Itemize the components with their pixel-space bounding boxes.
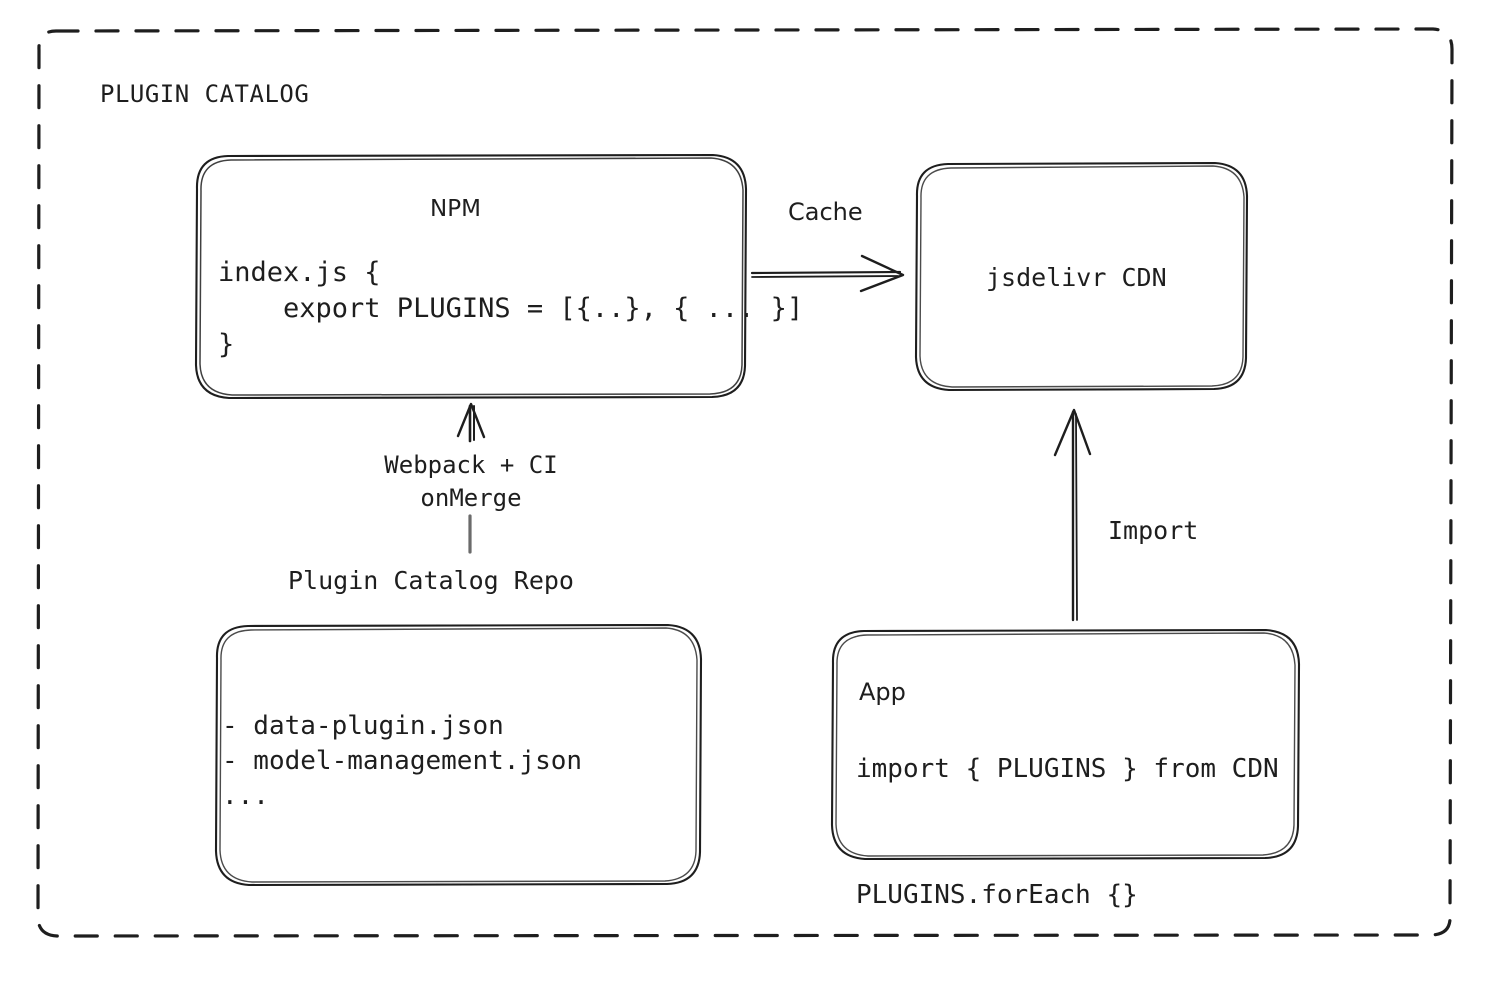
- arrow-repo-to-npm: [456, 402, 486, 554]
- app-box-title: App: [859, 678, 906, 706]
- cdn-box-title: jsdelivr CDN: [986, 263, 1167, 292]
- repo-file-list: - data-plugin.json - model-management.js…: [222, 711, 583, 811]
- page-title: PLUGIN CATALOG: [100, 80, 310, 108]
- app-box: [830, 628, 1301, 861]
- arrow-npm-to-cdn: [750, 254, 905, 293]
- arrow-app-to-cdn: [1053, 408, 1092, 622]
- npm-box-title: NPM: [430, 196, 481, 222]
- edge-label-import: Import: [1108, 516, 1199, 545]
- npm-box: [194, 153, 748, 400]
- repo-box: [214, 623, 703, 887]
- edge-label-webpack-ci: Webpack + CI onMerge: [384, 451, 558, 512]
- cdn-box: [914, 161, 1249, 392]
- npm-code-block: index.js { export PLUGINS = [{..}, { ...…: [218, 257, 804, 360]
- edge-label-cache: Cache: [788, 198, 863, 226]
- repo-box-label: Plugin Catalog Repo: [288, 566, 574, 595]
- app-code-block: import { PLUGINS } from CDN PLUGINS.forE…: [856, 754, 1279, 910]
